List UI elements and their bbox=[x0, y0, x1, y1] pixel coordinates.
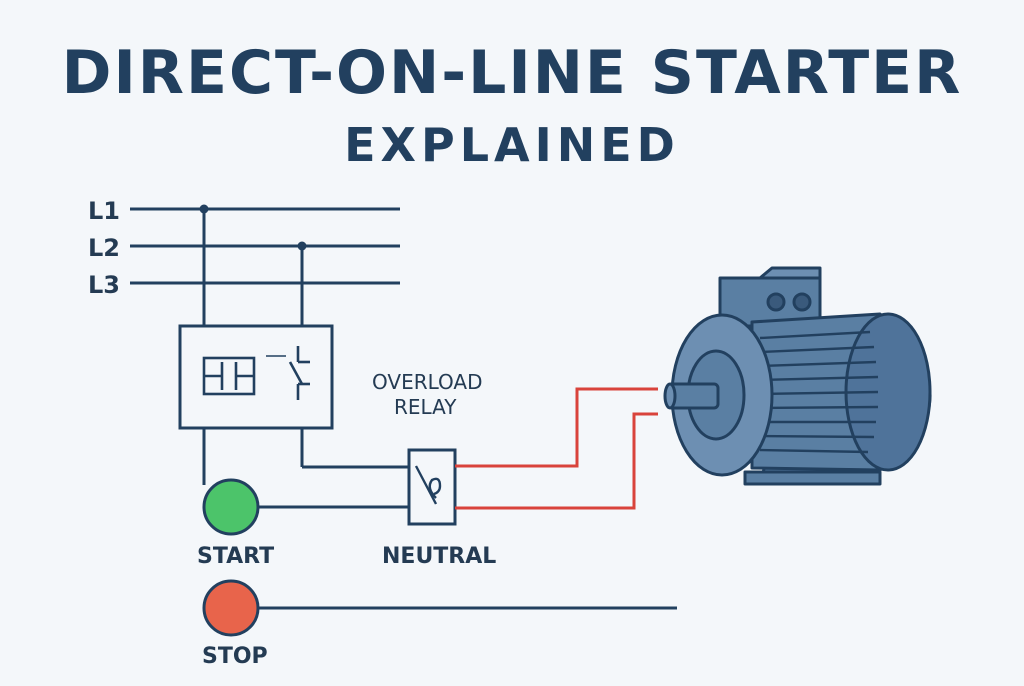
overload-relay-label-line2: RELAY bbox=[394, 395, 457, 419]
supply-label-l1: L1 bbox=[88, 197, 120, 225]
junction-dot-l1 bbox=[199, 204, 209, 214]
motor-feed-wires bbox=[455, 387, 658, 510]
start-label: START bbox=[197, 544, 274, 569]
neutral-label: NEUTRAL bbox=[382, 544, 496, 569]
overload-relay-icon bbox=[407, 448, 457, 526]
supply-lines bbox=[130, 207, 400, 285]
motor-wire-2 bbox=[455, 412, 658, 510]
start-button[interactable] bbox=[202, 478, 260, 536]
stop-button[interactable] bbox=[202, 579, 260, 637]
overload-relay-label-line1: OVERLOAD bbox=[372, 370, 483, 394]
control-wiring bbox=[202, 209, 677, 610]
page-title: DIRECT-ON-LINE STARTER bbox=[61, 38, 963, 108]
stop-label: STOP bbox=[202, 644, 268, 669]
junction-dot-l2 bbox=[297, 241, 307, 251]
contactor-icon bbox=[178, 324, 334, 430]
page-subtitle: EXPLAINED bbox=[344, 118, 680, 172]
electric-motor-icon bbox=[663, 266, 932, 486]
supply-label-l2: L2 bbox=[88, 234, 120, 262]
motor-wire-1 bbox=[455, 387, 658, 468]
supply-label-l3: L3 bbox=[88, 271, 120, 299]
